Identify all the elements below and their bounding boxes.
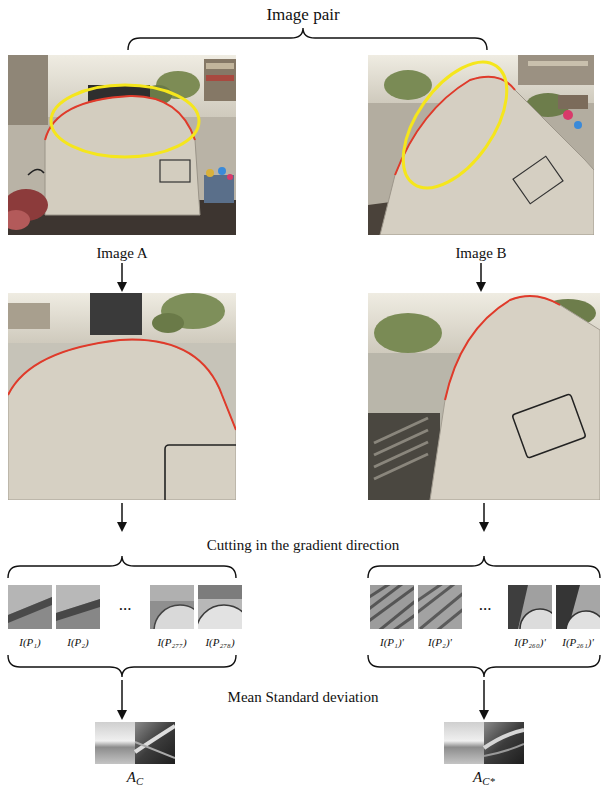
patch-label: I(P₂₇₈) xyxy=(205,636,234,649)
patch-thumbnail: I(P₁)' xyxy=(366,585,418,649)
patch-thumbnail: I(P₁) xyxy=(4,585,56,649)
result-label: AC* xyxy=(473,769,495,786)
step-label: Cutting in the gradient direction xyxy=(143,537,463,554)
image-panel: Image A xyxy=(8,55,236,262)
patch-thumbnail: I(P₂₆₁)' xyxy=(552,585,604,649)
patch-thumbnail: I(P₂₇₈) xyxy=(194,585,246,649)
image-caption: Image B xyxy=(455,245,506,262)
patch-label: I(P₁) xyxy=(19,636,41,649)
figure-heading: Image pair xyxy=(183,5,423,25)
step-label: Mean Standard deviation xyxy=(153,689,453,706)
image-caption: Image A xyxy=(96,245,147,262)
patch-thumbnail: I(P₂₇₇) xyxy=(146,585,198,649)
patch-label: I(P₂₇₇) xyxy=(157,636,186,649)
result-image: AC* xyxy=(434,722,534,786)
patch-thumbnail: I(P₂) xyxy=(52,585,104,649)
patch-thumbnail: I(P₂₆₀)' xyxy=(504,585,556,649)
result-label: AC xyxy=(127,769,143,786)
patch-label: I(P₂)' xyxy=(428,636,452,649)
result-image: AC xyxy=(85,722,185,786)
patch-label: I(P₁)' xyxy=(380,636,404,649)
patch-label: I(P₂₆₁)' xyxy=(562,636,594,649)
image-panel: Image B xyxy=(368,55,594,262)
patch-label: I(P₂) xyxy=(67,636,89,649)
ellipsis-mark: ... xyxy=(100,595,150,615)
patch-thumbnail: I(P₂)' xyxy=(414,585,466,649)
patch-label: I(P₂₆₀)' xyxy=(514,636,546,649)
ellipsis-mark: ... xyxy=(462,595,508,615)
